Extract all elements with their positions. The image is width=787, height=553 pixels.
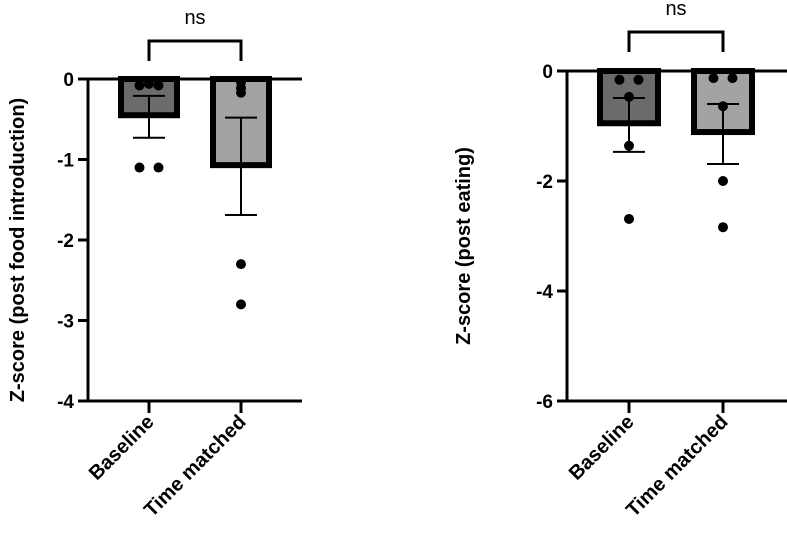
- significance-label: ns: [665, 0, 686, 20]
- y-tick-label: -6: [536, 392, 553, 413]
- data-point: [718, 101, 728, 112]
- data-point: [236, 299, 246, 310]
- significance-bracket: [147, 39, 243, 61]
- y-tick-label: -2: [57, 231, 74, 252]
- y-tick-label: 0: [63, 70, 74, 91]
- data-point: [633, 74, 644, 85]
- data-point: [153, 80, 164, 91]
- y-tick-label: -4: [536, 282, 553, 303]
- data-point: [153, 162, 164, 173]
- data-point: [236, 82, 246, 93]
- data-point: [134, 80, 145, 91]
- y-tick-label: -3: [57, 312, 74, 333]
- data-point: [624, 140, 634, 151]
- y-axis-title: Z-score (post eating): [453, 147, 475, 345]
- y-tick-label: -4: [57, 392, 74, 413]
- y-axis-title: Z-score (post food introduction): [7, 98, 29, 402]
- data-point: [727, 73, 738, 84]
- significance-bracket: [627, 30, 725, 52]
- y-tick-label: 0: [542, 62, 553, 83]
- data-point: [718, 176, 728, 186]
- significance-label: ns: [184, 7, 205, 29]
- x-category-label: Time matched: [622, 411, 732, 521]
- x-category-label: Baseline: [85, 411, 159, 485]
- y-tick-label: -1: [57, 151, 74, 172]
- data-point: [708, 73, 719, 84]
- data-point: [624, 91, 634, 102]
- data-point: [236, 259, 246, 270]
- data-point: [614, 74, 625, 85]
- x-category-label: Baseline: [565, 411, 639, 485]
- data-point: [134, 162, 145, 173]
- data-point: [624, 213, 634, 224]
- data-point: [718, 222, 728, 233]
- y-tick-label: -2: [536, 172, 553, 193]
- data-point: [144, 78, 154, 89]
